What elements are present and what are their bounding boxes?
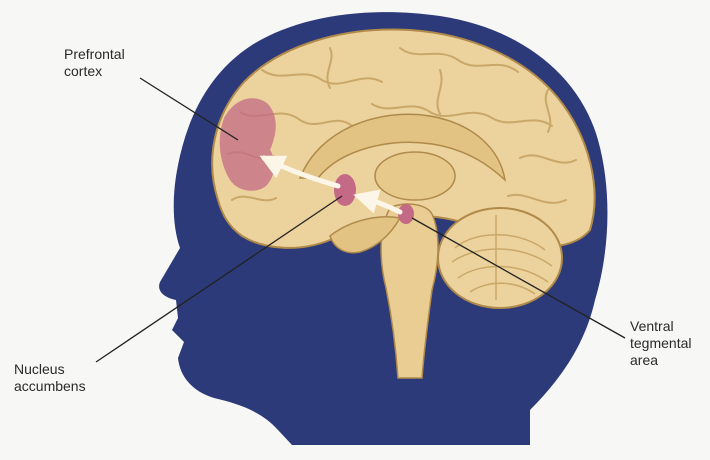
cerebellum: [438, 208, 562, 308]
label-nucleus-accumbens-line1: Nucleus: [14, 361, 86, 378]
label-vta-line2: tegmental: [630, 335, 691, 352]
label-vta-line1: Ventral: [630, 318, 691, 335]
label-prefrontal-cortex: Prefrontal cortex: [64, 46, 125, 80]
label-vta-line3: area: [630, 352, 691, 369]
label-prefrontal-cortex-line2: cortex: [64, 63, 125, 80]
label-nucleus-accumbens-line2: accumbens: [14, 378, 86, 395]
nucleus-accumbens-region: [334, 174, 356, 206]
label-nucleus-accumbens: Nucleus accumbens: [14, 361, 86, 395]
label-ventral-tegmental-area: Ventral tegmental area: [630, 318, 691, 369]
thalamus: [375, 152, 455, 200]
label-prefrontal-cortex-line1: Prefrontal: [64, 46, 125, 63]
